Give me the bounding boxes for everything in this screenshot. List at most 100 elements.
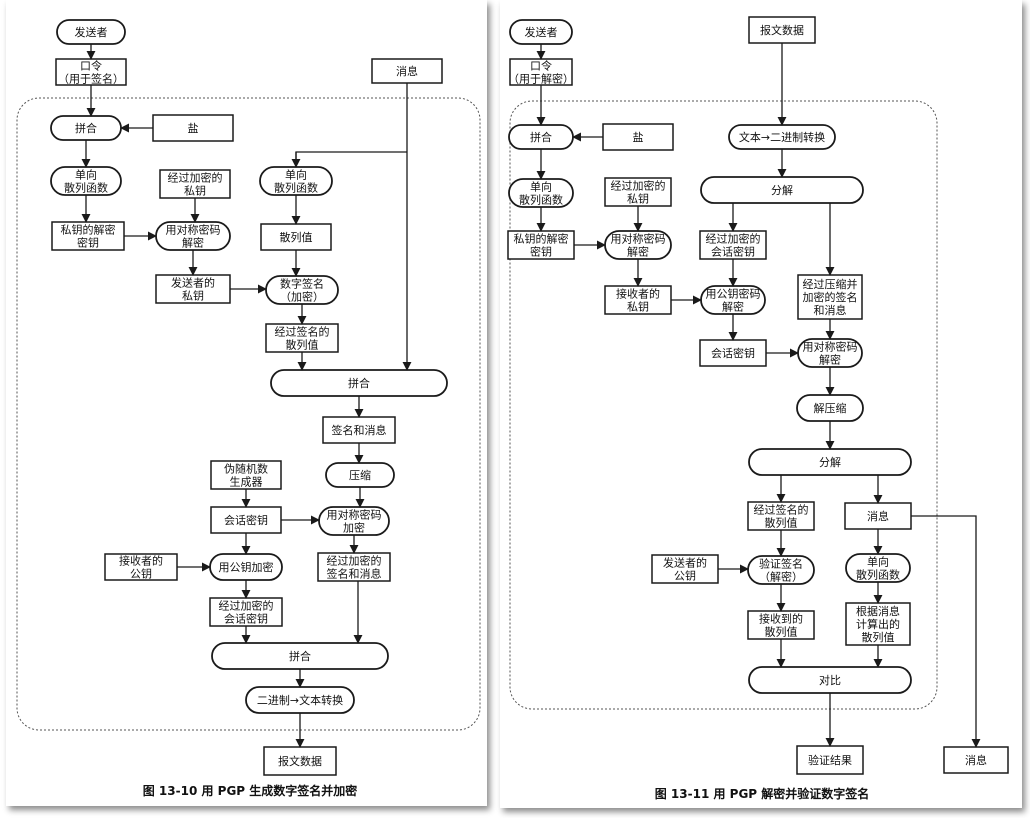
node-label: 签名和消息 bbox=[327, 567, 382, 581]
node-compare: 对比 bbox=[748, 666, 912, 694]
node-label: 文本→二进制转换 bbox=[739, 130, 825, 144]
node-label: 拼合 bbox=[75, 121, 97, 135]
node-message: 消息 bbox=[371, 58, 443, 84]
node-label: 和消息 bbox=[814, 303, 847, 317]
node-split1: 分解 bbox=[700, 176, 864, 204]
node-label: 会话密钥 bbox=[224, 513, 268, 527]
node-label: 加密的签名 bbox=[803, 290, 858, 304]
flow-arrow bbox=[911, 515, 981, 748]
node-label: 散列值 bbox=[286, 338, 319, 352]
node-label: 经过签名的 bbox=[275, 325, 330, 339]
node-report-data: 报文数据 bbox=[748, 16, 816, 44]
node-text-to-bin: 文本→二进制转换 bbox=[728, 124, 836, 150]
node-label: 私钥 bbox=[184, 184, 206, 198]
node-concat1: 拼合 bbox=[508, 124, 574, 150]
node-label: 对比 bbox=[819, 673, 841, 687]
node-label: 私钥 bbox=[182, 289, 204, 303]
node-label: 发送者的 bbox=[171, 276, 215, 290]
node-label: 私钥 bbox=[627, 300, 649, 314]
node-passphrase: 口令（用于解密） bbox=[508, 58, 574, 86]
node-label: 经过签名的 bbox=[754, 503, 809, 517]
node-label: 盐 bbox=[633, 131, 644, 144]
node-label: 发送者 bbox=[525, 25, 558, 39]
node-label: 拼合 bbox=[348, 376, 370, 390]
node-label: 单向 bbox=[75, 168, 97, 182]
node-label: 解密 bbox=[819, 353, 841, 367]
node-label: （解密） bbox=[759, 570, 803, 584]
node-label: 用对称密码 bbox=[327, 508, 382, 522]
node-label: 验证签名 bbox=[759, 557, 803, 571]
node-label: 散列值 bbox=[765, 516, 798, 530]
node-label: 经过加密的 bbox=[327, 554, 382, 568]
node-label: 解密 bbox=[722, 300, 744, 314]
node-digital-signature: 数字签名（加密） bbox=[265, 275, 339, 305]
node-bin-to-text: 二进制→文本转换 bbox=[245, 686, 355, 714]
node-label: 散列函数 bbox=[519, 193, 563, 207]
node-label: 加密 bbox=[343, 521, 365, 535]
node-label: 签名和消息 bbox=[332, 423, 387, 437]
node-label: 生成器 bbox=[230, 475, 263, 489]
node-label: 解密 bbox=[182, 236, 204, 250]
node-label: 用对称密码 bbox=[611, 232, 666, 246]
node-label: 发送者 bbox=[75, 25, 108, 39]
node-pub-encrypt: 用公钥加密 bbox=[209, 553, 283, 581]
node-label: 拼合 bbox=[530, 130, 552, 144]
node-label: 私钥的解密 bbox=[514, 232, 569, 246]
node-label: 会话密钥 bbox=[224, 612, 268, 626]
node-verify-result: 验证结果 bbox=[796, 745, 864, 775]
node-label: 用对称密码 bbox=[166, 223, 221, 237]
node-label: 经过压缩并 bbox=[803, 277, 858, 291]
panel-decrypt-verify: 发送者口令（用于解密） 报文数据拼合 盐 文本→二进制转换单向散列函数 经过加密的私钥 分… bbox=[500, 0, 1022, 808]
node-label: 单向 bbox=[530, 180, 552, 194]
node-message-out: 消息 bbox=[943, 746, 1009, 774]
node-hash-value: 散列值 bbox=[260, 223, 332, 251]
node-label: 接收者的 bbox=[119, 554, 163, 568]
node-label: 接收到的 bbox=[759, 612, 803, 626]
node-label: 密钥 bbox=[77, 236, 99, 250]
node-label: 会话密钥 bbox=[711, 245, 755, 259]
figure-caption: 图 13-11 用 PGP 解密并验证数字签名 bbox=[655, 786, 870, 801]
node-label: 经过加密的 bbox=[219, 599, 274, 613]
node-decompress: 解压缩 bbox=[796, 394, 864, 422]
node-label: 单向 bbox=[285, 168, 307, 182]
node-session-key: 会话密钥 bbox=[210, 506, 282, 534]
node-label: 根据消息 bbox=[856, 604, 900, 618]
node-concat3: 拼合 bbox=[211, 642, 389, 670]
node-label: 私钥的解密 bbox=[61, 223, 116, 237]
node-message: 消息 bbox=[844, 502, 912, 530]
node-sig-and-msg: 签名和消息 bbox=[322, 416, 396, 444]
node-salt: 盐 bbox=[602, 123, 674, 151]
node-label: 口令 bbox=[80, 59, 102, 73]
node-label: 用对称密码 bbox=[803, 340, 858, 354]
node-label: 公钥 bbox=[130, 567, 152, 581]
node-concat1: 拼合 bbox=[50, 115, 122, 141]
node-label: （加密） bbox=[280, 290, 324, 304]
node-label: 拼合 bbox=[289, 649, 311, 663]
node-label: 经过加密的 bbox=[611, 179, 666, 193]
node-label: 散列值 bbox=[862, 630, 895, 644]
node-label: 计算出的 bbox=[856, 617, 900, 631]
node-session-key: 会话密钥 bbox=[699, 339, 767, 367]
node-label: 伪随机数 bbox=[224, 462, 268, 476]
node-label: 二进制→文本转换 bbox=[257, 693, 343, 707]
